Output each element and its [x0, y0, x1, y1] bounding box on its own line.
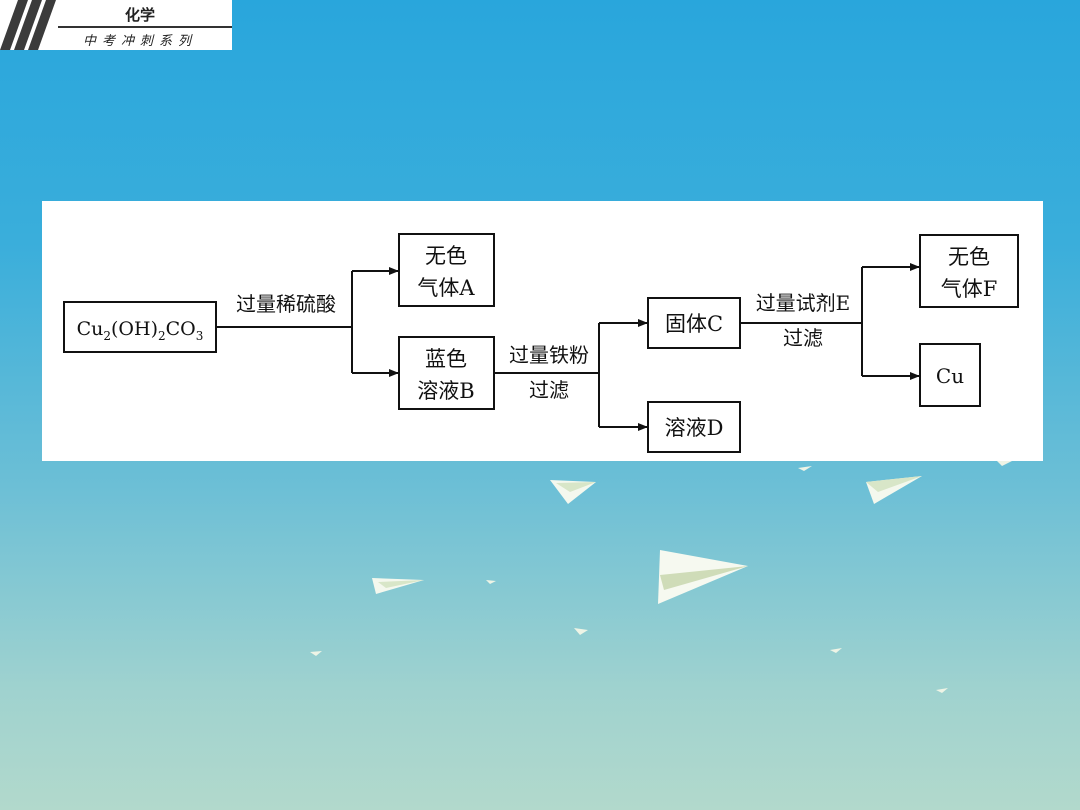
- node-solid-c: 固体C: [647, 297, 741, 349]
- node-solution-b-line1: 蓝色: [425, 347, 467, 371]
- node-solution-d-label: 溶液D: [665, 416, 724, 440]
- paper-plane-icon: [550, 480, 596, 504]
- header-rule: [58, 26, 232, 28]
- flowchart: Cu2(OH)2CO3 无色 气体A 蓝色 溶液B 固体C 溶液D 无色 气体F: [63, 233, 1019, 453]
- paper-plane-icon: [866, 476, 922, 504]
- header-banner: 化学 中考冲刺系列: [0, 0, 232, 50]
- node-gas-a-line2: 气体A: [417, 276, 475, 300]
- node-cu-label: Cu: [936, 364, 964, 388]
- paper-plane-icon: [372, 578, 424, 594]
- edge-acid: [216, 267, 399, 377]
- edge-reagent-label-2: 过滤: [783, 326, 823, 350]
- node-start-label: Cu2(OH)2CO3: [77, 318, 204, 343]
- flowchart-panel: Cu2(OH)2CO3 无色 气体A 蓝色 溶液B 固体C 溶液D 无色 气体F: [42, 201, 1043, 461]
- node-gas-f-line1: 无色: [948, 245, 990, 269]
- node-solution-b-line2: 溶液B: [417, 379, 474, 403]
- paper-plane-icon: [936, 688, 948, 693]
- node-solution-b: 蓝色 溶液B: [398, 336, 495, 410]
- stripe-logo-icon: [0, 0, 56, 50]
- edge-iron: [494, 319, 648, 431]
- paper-plane-icon: [310, 651, 322, 656]
- paper-plane-icon: [798, 466, 812, 471]
- edge-iron-label-1: 过量铁粉: [509, 343, 589, 367]
- subject-title: 化学: [124, 6, 155, 24]
- paper-plane-icon: [574, 628, 588, 635]
- node-cu: Cu: [919, 343, 981, 407]
- edge-reagent: [740, 263, 920, 380]
- node-gas-a: 无色 气体A: [398, 233, 495, 307]
- node-gas-f-line2: 气体F: [941, 277, 998, 301]
- node-start: Cu2(OH)2CO3: [63, 301, 217, 353]
- paper-plane-icon: [830, 648, 842, 653]
- node-solution-d: 溶液D: [647, 401, 741, 453]
- node-gas-a-line1: 无色: [425, 244, 467, 268]
- paper-plane-icon: [486, 580, 496, 584]
- node-solid-c-label: 固体C: [665, 312, 723, 336]
- edge-iron-label-2: 过滤: [529, 378, 569, 402]
- series-title: 中考冲刺系列: [82, 34, 197, 49]
- paper-plane-icon: [658, 550, 748, 604]
- edge-reagent-label-1: 过量试剂E: [756, 291, 851, 315]
- edge-acid-label: 过量稀硫酸: [236, 292, 336, 316]
- node-gas-f: 无色 气体F: [919, 234, 1019, 308]
